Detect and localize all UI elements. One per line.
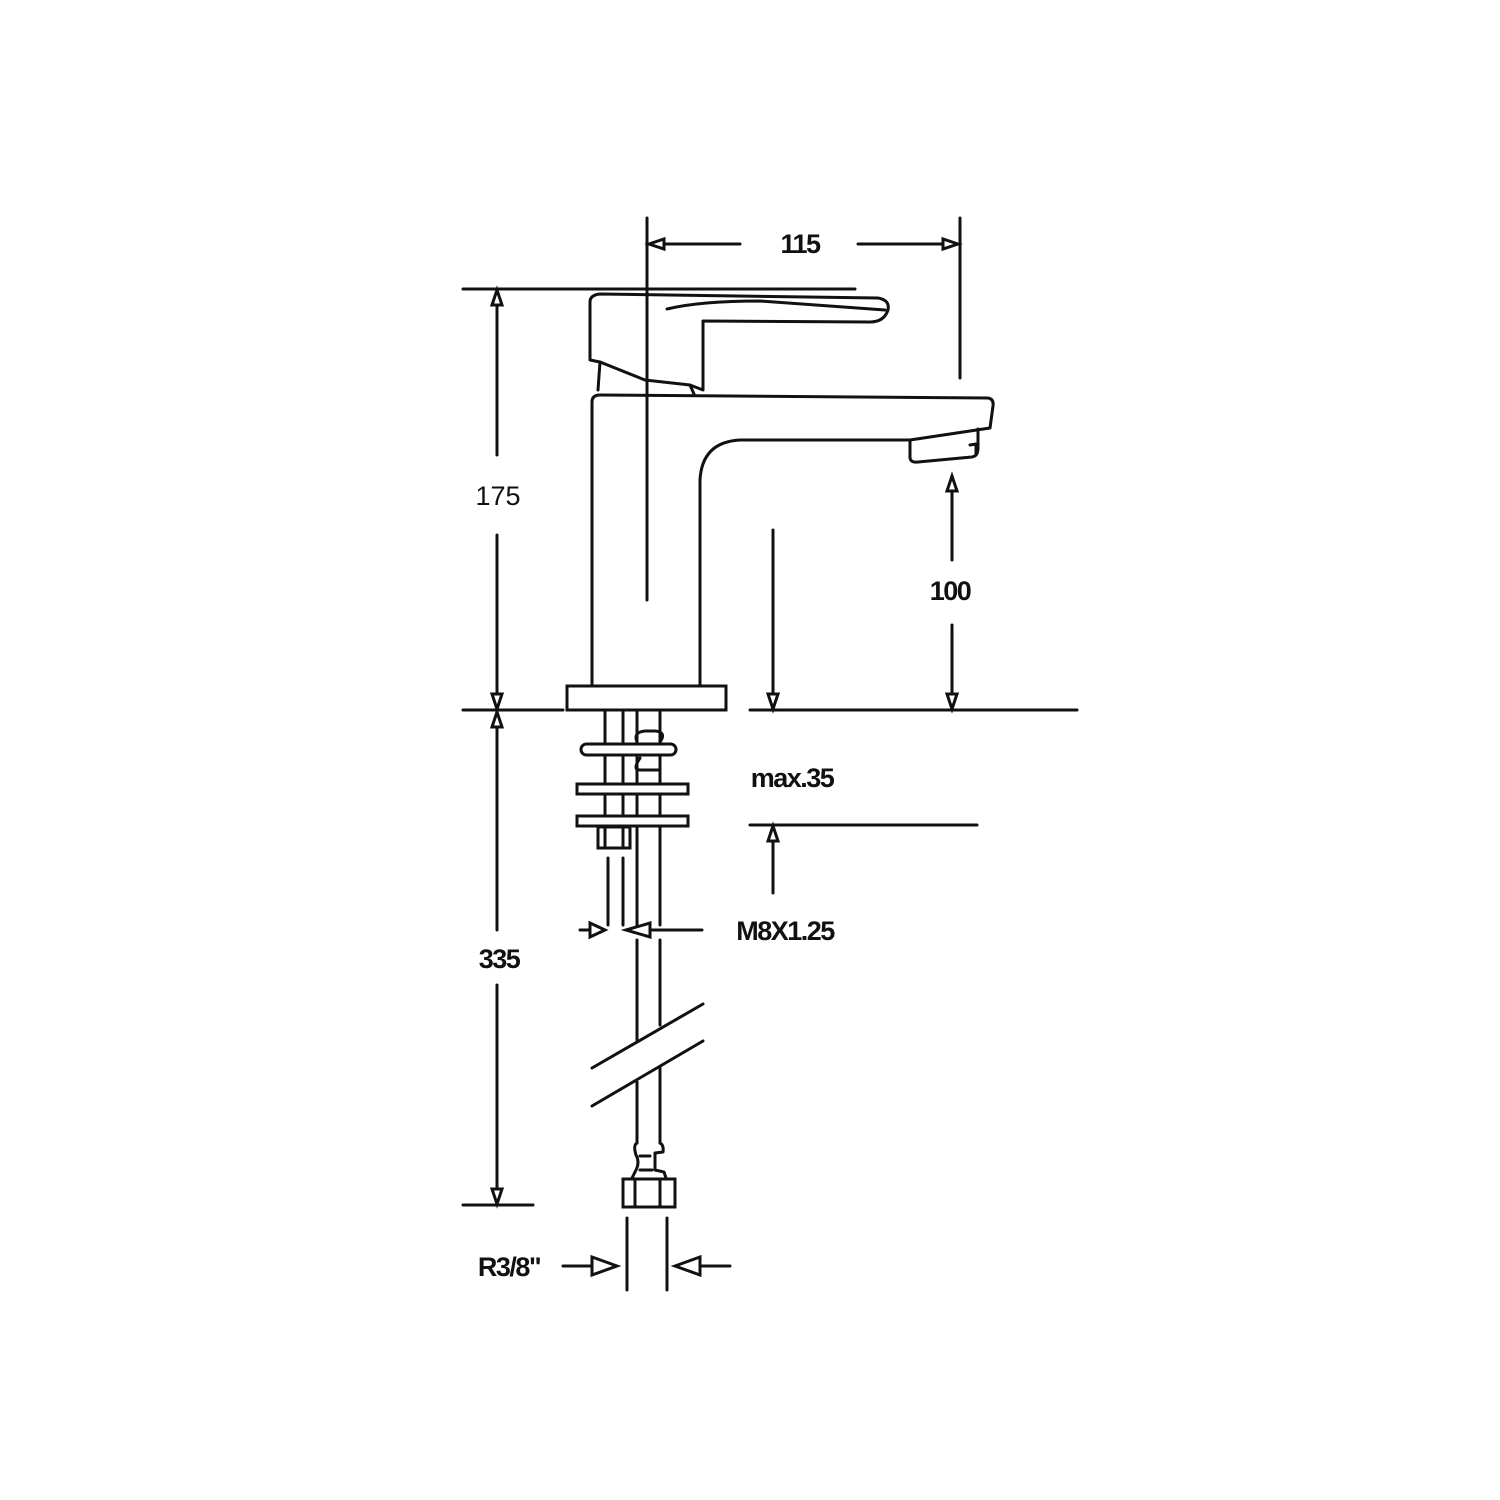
faucet-body	[565, 292, 995, 712]
hose-lower	[635, 938, 662, 1145]
lever-handle	[588, 292, 890, 392]
threaded-rod-lower	[606, 856, 625, 927]
label-thread: M8X1.25	[736, 916, 835, 946]
hex-nut-connector	[621, 1177, 677, 1209]
washer-metal-2	[575, 814, 690, 828]
mounting-hardware	[575, 708, 705, 1292]
connector-outline	[625, 1216, 669, 1292]
dimension-labels: 115 175 100 max.35 M8X1.25 335 R3/8"	[475, 229, 972, 1282]
base-plate	[565, 684, 728, 712]
label-connection: R3/8"	[478, 1252, 541, 1282]
rod-lines-cross	[603, 792, 662, 818]
nut-detail	[603, 825, 625, 850]
arrowhead	[765, 692, 781, 714]
threaded-rod	[603, 708, 625, 829]
arrowhead	[644, 236, 963, 252]
lever-inner-line	[665, 299, 887, 312]
break-line-1	[590, 1002, 705, 1070]
hex-nut-detail	[633, 1177, 662, 1209]
aerator	[908, 427, 980, 464]
break-line-2	[590, 1039, 705, 1108]
label-max35: max.35	[751, 763, 835, 793]
arrowhead-hollow	[590, 1254, 702, 1278]
label-115: 115	[780, 229, 821, 259]
aerator-detail	[968, 442, 978, 457]
hose-mid	[635, 753, 662, 927]
spout-body	[590, 393, 995, 688]
washer-metal-1	[575, 782, 690, 796]
hose-upper	[635, 708, 662, 744]
label-100: 100	[930, 576, 971, 606]
dimension-lines	[461, 216, 1079, 1278]
arrowhead-hollow	[588, 920, 652, 940]
max35-line	[748, 823, 979, 895]
arrowhead	[765, 821, 781, 843]
label-335: 335	[479, 944, 521, 974]
washer-rubber	[579, 742, 678, 757]
nut	[596, 825, 632, 850]
label-175: 175	[475, 481, 520, 511]
arrowhead	[489, 285, 505, 714]
lever-stem	[596, 360, 696, 396]
arrowhead	[489, 707, 505, 1209]
hose-end-ferrule	[630, 1141, 668, 1180]
arrowhead	[944, 471, 960, 714]
